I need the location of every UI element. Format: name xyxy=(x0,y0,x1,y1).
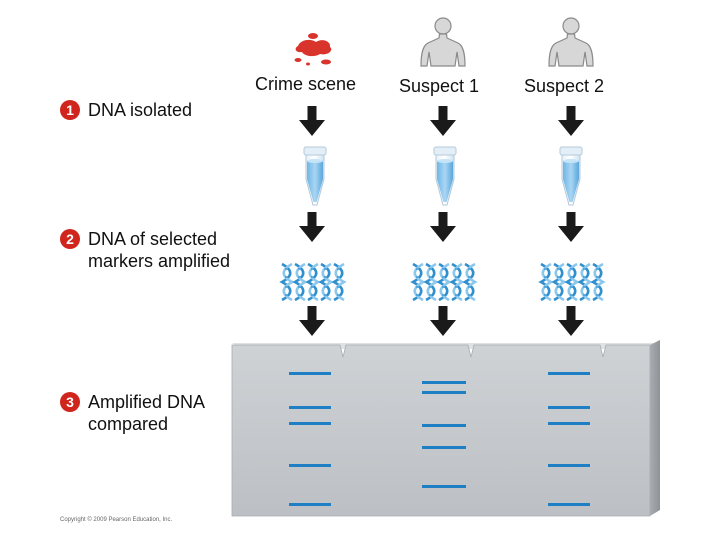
step-2: 2 DNA of selected markers amplified xyxy=(60,228,230,272)
dna-band xyxy=(548,503,590,506)
step-number-badge: 2 xyxy=(60,229,80,249)
dna-band xyxy=(548,372,590,375)
arrow-down-icon xyxy=(558,106,584,136)
arrow-down-icon xyxy=(299,106,325,136)
arrow-down-icon xyxy=(299,212,325,242)
dna-helix-icon xyxy=(437,262,451,302)
dna-band xyxy=(289,464,331,467)
step-3: 3 Amplified DNA compared xyxy=(60,391,205,435)
step-text: Amplified DNA compared xyxy=(88,391,205,435)
dna-band xyxy=(289,503,331,506)
dna-helix-icon xyxy=(424,262,438,302)
dna-helix-icon xyxy=(293,262,307,302)
blood-drops-icon xyxy=(294,33,332,66)
dna-band xyxy=(289,422,331,425)
dna-band xyxy=(548,422,590,425)
dna-helix-icon xyxy=(552,262,566,302)
suspect-2-person-icon xyxy=(548,17,594,67)
electrophoresis-gel xyxy=(231,340,660,517)
arrow-down-icon xyxy=(430,306,456,336)
sample-tube-icon xyxy=(559,146,583,206)
copyright-notice: Copyright © 2009 Pearson Education, Inc. xyxy=(60,517,173,523)
dna-helix-icon xyxy=(539,262,553,302)
step-number-badge: 1 xyxy=(60,100,80,120)
step-text: DNA isolated xyxy=(88,100,193,120)
step-text: DNA of selected markers amplified xyxy=(88,228,230,272)
dna-helix-icon xyxy=(411,262,425,302)
step-text-line: markers amplified xyxy=(88,251,231,271)
dna-band xyxy=(422,424,466,427)
dna-band xyxy=(289,406,331,409)
step-text-line: compared xyxy=(88,414,169,434)
dna-band xyxy=(422,391,466,394)
step-1: 1 DNA isolated xyxy=(60,99,192,121)
arrow-down-icon xyxy=(558,306,584,336)
lane-crime-scene-bands xyxy=(289,372,331,506)
step-text-line: Amplified DNA xyxy=(88,392,206,412)
suspect-1-person-icon xyxy=(420,17,466,67)
arrow-down-icon xyxy=(430,106,456,136)
column-label-crime-scene: Crime scene xyxy=(255,74,357,94)
dna-helix-icon xyxy=(280,262,294,302)
dna-helix-icon xyxy=(319,262,333,302)
sample-tube-icon xyxy=(303,146,327,206)
step-number-badge: 3 xyxy=(60,392,80,412)
arrow-down-icon xyxy=(558,212,584,242)
dna-band xyxy=(548,406,590,409)
dna-band xyxy=(422,381,466,384)
dna-band xyxy=(289,372,331,375)
amplified-dna-suspect-2 xyxy=(539,262,605,302)
dna-helix-icon xyxy=(332,262,346,302)
arrow-down-icon xyxy=(430,212,456,242)
dna-helix-icon xyxy=(591,262,605,302)
dna-helix-icon xyxy=(306,262,320,302)
amplified-dna-suspect-1 xyxy=(411,262,477,302)
amplified-dna-crime-scene xyxy=(280,262,346,302)
lane-suspect-1-bands xyxy=(422,381,466,488)
dna-band xyxy=(548,464,590,467)
dna-band xyxy=(422,446,466,449)
dna-helix-icon xyxy=(578,262,592,302)
dna-band xyxy=(422,485,466,488)
lane-suspect-2-bands xyxy=(548,372,590,506)
column-label-suspect-2: Suspect 2 xyxy=(524,76,605,96)
dna-helix-icon xyxy=(463,262,477,302)
step-text-line: DNA of selected xyxy=(88,229,218,249)
dna-helix-icon xyxy=(450,262,464,302)
arrow-down-icon xyxy=(299,306,325,336)
column-label-suspect-1: Suspect 1 xyxy=(399,76,480,96)
dna-helix-icon xyxy=(565,262,579,302)
sample-tube-icon xyxy=(433,146,457,206)
